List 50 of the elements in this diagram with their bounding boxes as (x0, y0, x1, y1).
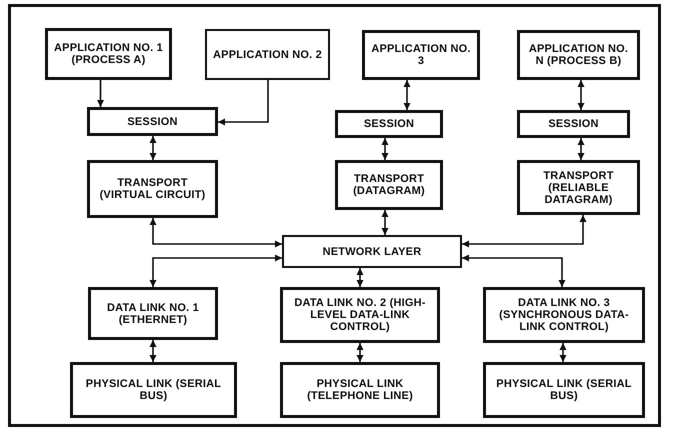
layer-box (280, 287, 440, 343)
arrow (382, 138, 388, 160)
layer-label: DATA LINK NO. 1 (ETHERNET) (106, 302, 200, 326)
layer-box (45, 28, 172, 80)
layer-label: SESSION (127, 116, 178, 128)
layer-box (335, 110, 443, 138)
arrow (578, 138, 584, 160)
arrow (150, 218, 282, 248)
arrow (560, 343, 566, 362)
layer-label: PHYSICAL LINK (SERIAL BUS) (495, 378, 633, 402)
layer-label: PHYSICAL LINK (TELEPHONE LINE) (306, 378, 414, 402)
arrow (218, 80, 269, 126)
arrow (356, 268, 364, 287)
arrow (578, 80, 584, 110)
layer-box (87, 160, 218, 218)
layer-label: DATA LINK NO. 3 (SYNCHRONOUS DATA-LINK CONTROL) (498, 297, 630, 333)
arrow (150, 340, 156, 362)
arrow (404, 80, 410, 110)
layer-label: TRANSPORT (RELIABLE DATAGRAM) (542, 170, 615, 206)
layer-box (280, 362, 440, 418)
layer-box (205, 29, 330, 80)
layer-label: TRANSPORT (DATAGRAM) (352, 173, 426, 197)
layer-label: APPLICATION NO. N (PROCESS B) (528, 43, 630, 67)
layer-box (87, 107, 218, 136)
layer-box (335, 160, 443, 210)
arrow (150, 136, 156, 160)
layer-label: DATA LINK NO. 2 (HIGH-LEVEL DATA-LINK CONTROL) (293, 297, 427, 333)
layer-label: APPLICATION NO. 1 (PROCESS A) (53, 42, 164, 66)
layer-box (517, 30, 640, 80)
layer-box (517, 160, 640, 215)
layer-box (362, 30, 480, 80)
layer-label: PHYSICAL LINK (SERIAL BUS) (84, 378, 222, 402)
layer-label: APPLICATION NO. 3 (370, 43, 472, 67)
layer-label: SESSION (548, 118, 599, 130)
arrow (150, 254, 282, 287)
arrow (382, 210, 388, 235)
layer-box (70, 362, 237, 418)
arrow (356, 343, 364, 362)
layer-box (517, 110, 630, 138)
arrow (97, 80, 104, 107)
layer-box (88, 287, 218, 340)
layer-box (483, 287, 645, 343)
layer-box (282, 235, 462, 268)
arrow (462, 254, 566, 287)
arrow (462, 215, 586, 248)
layer-label: TRANSPORT (VIRTUAL CIRCUIT) (98, 177, 206, 201)
layer-label: NETWORK LAYER (322, 246, 422, 258)
layer-label: SESSION (364, 118, 414, 130)
layer-label: APPLICATION NO. 2 (213, 48, 322, 60)
layer-box (483, 362, 645, 418)
